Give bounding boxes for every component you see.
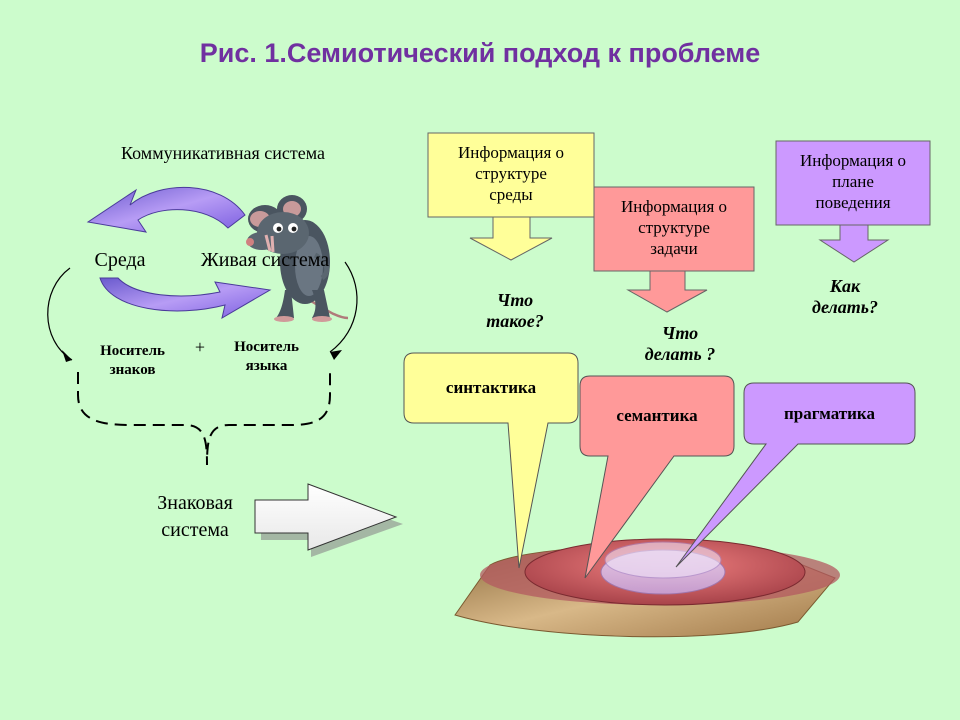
page-title: Рис. 1.Семиотический подход к проблеме: [199, 38, 761, 68]
comm-system-label: Коммуникативная система: [121, 143, 325, 163]
cycle-arrow-icon: [86, 186, 246, 233]
bubble-pragmatics-label: прагматика: [784, 404, 875, 423]
living-system-label: Живая система: [200, 249, 330, 271]
bubble-semantics-label: семантика: [616, 406, 698, 425]
sign-system-label: Знаковая система: [157, 492, 233, 541]
info-box-behavior: Информация о плане поведения: [799, 151, 907, 212]
sign-carrier-label: Носитель знаков: [100, 343, 165, 378]
rat-icon: [246, 195, 349, 322]
sreda-label: Среда: [94, 249, 146, 271]
cycle-arrow-icon: [99, 277, 272, 320]
bubble-syntax-label: синтактика: [445, 378, 537, 397]
question-how-do: Как делать?: [812, 276, 878, 317]
question-what-is: Что такое?: [486, 290, 544, 331]
lang-carrier-label: Носитель языка: [234, 339, 299, 374]
info-box-task: Информация о структуре задачи: [620, 197, 728, 258]
bubble-syntax: [403, 352, 579, 569]
bubble-pragmatics: [675, 382, 916, 568]
info-box-environment: Информация о структуре среды: [457, 143, 565, 204]
bubble-semantics: [579, 375, 735, 579]
plus-sign: +: [194, 337, 206, 357]
question-what-do: Что делать ?: [644, 323, 716, 364]
